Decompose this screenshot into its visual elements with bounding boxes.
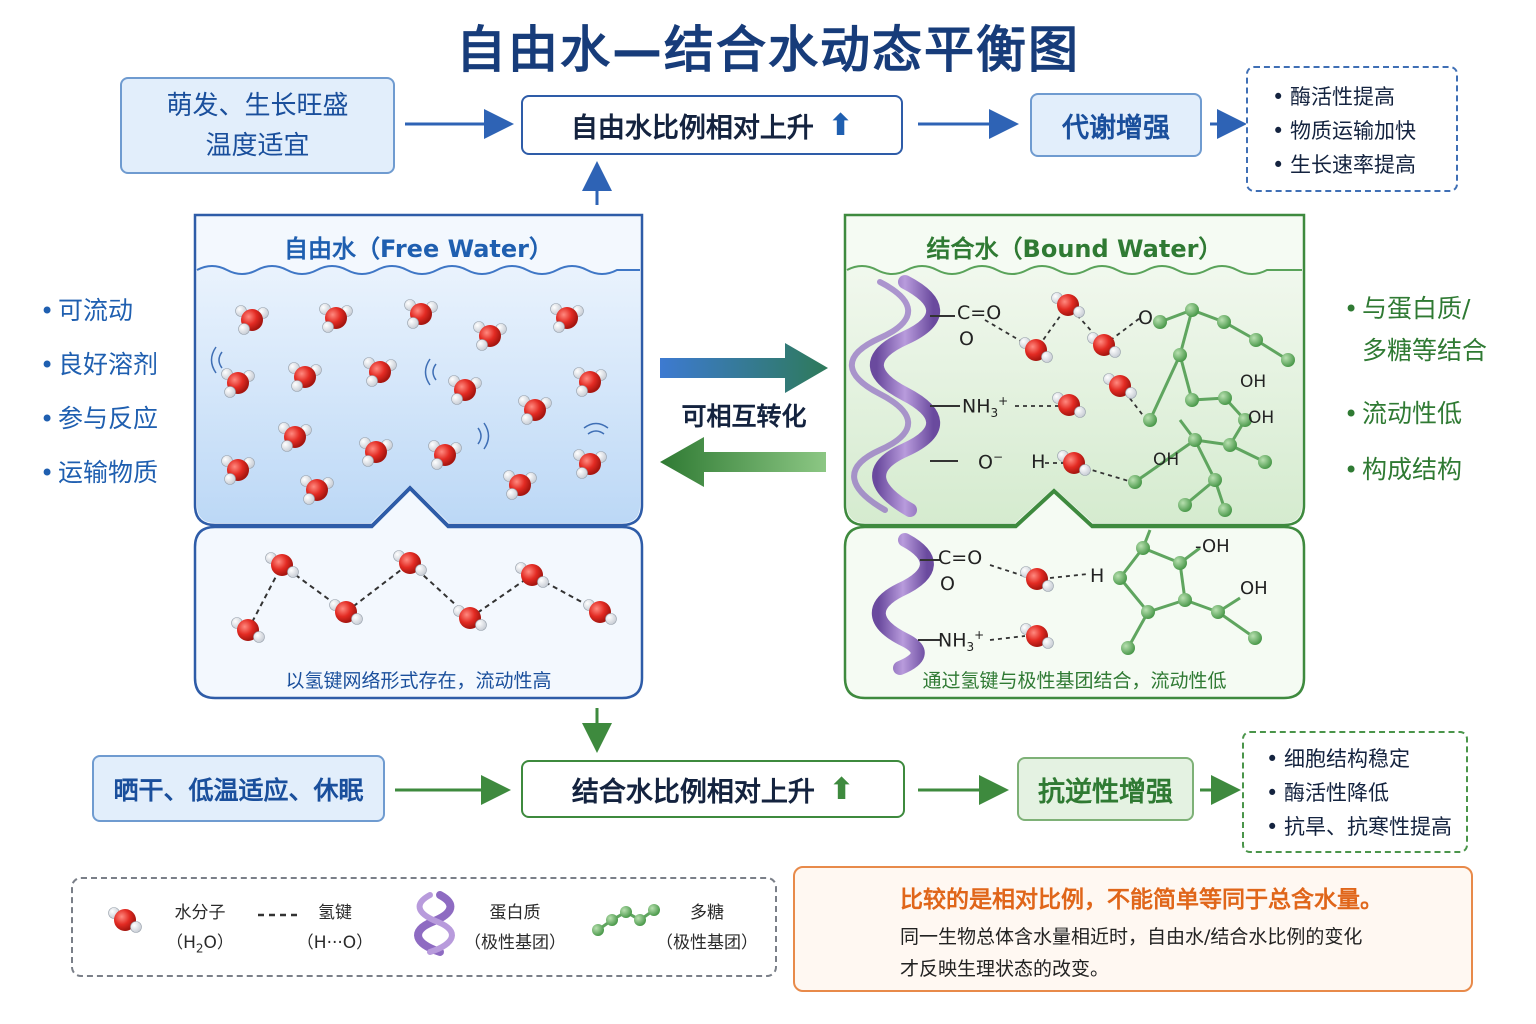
- anion-label: O: [978, 451, 993, 474]
- free-water-caption: 以氢键网络形式存在，流动性高: [285, 670, 552, 692]
- convert-right-arrow: [660, 343, 828, 393]
- free-water-zoom-panel: [193, 487, 644, 700]
- amine-group: NH3+: [962, 394, 1008, 420]
- formula-subscript: 2: [195, 941, 204, 956]
- zoom-amine-subscript: 3: [966, 640, 975, 655]
- property-item-continued: 多糖等结合: [1362, 336, 1488, 365]
- legend-sugar-icon: [592, 904, 660, 936]
- stress-conditions-box: 晒干、低温适应、休眠: [92, 755, 385, 822]
- legend-protein-label: 蛋白质: [489, 903, 541, 923]
- anion-group: O− H: [978, 450, 1045, 473]
- legend-sugar-label: 多糖: [690, 903, 724, 923]
- amine-superscript: +: [998, 394, 1009, 408]
- property-item: 流动性低: [1340, 386, 1487, 442]
- bound-water-title: 结合水（Bound Water）: [926, 235, 1223, 263]
- detail-item: 酶活性提高: [1268, 80, 1456, 114]
- legend-protein-icon: [414, 891, 455, 956]
- arrow-up-icon: ⬆: [828, 771, 855, 807]
- resistance-details: 细胞结构稳定 酶活性降低 抗旱、抗寒性提高: [1242, 731, 1468, 853]
- legend-water: 水分子 （H2O）: [160, 898, 240, 963]
- convert-left-arrow: [660, 437, 826, 487]
- bound-water-properties: 与蛋白质/ 多糖等结合 流动性低 构成结构: [1340, 288, 1487, 498]
- sugar-oh-label: OH: [1240, 372, 1267, 392]
- carbonyl-eq-o: =O: [970, 302, 1002, 324]
- legend-hbond-formula: （H···O）: [296, 933, 374, 953]
- zoom-amine-group: NH3+: [938, 628, 984, 654]
- growth-conditions-box: 萌发、生长旺盛 温度适宜: [120, 77, 395, 174]
- bound-water-rise-box: 结合水比例相对上升 ⬆: [521, 760, 905, 818]
- free-water-rise-box: 自由水比例相对上升 ⬆: [521, 95, 903, 155]
- detail-item: 抗旱、抗寒性提高: [1262, 810, 1466, 844]
- property-item: 与蛋白质/: [1340, 288, 1487, 330]
- zoom-h-label: H: [1090, 565, 1105, 587]
- formula-part: （H: [166, 933, 196, 953]
- legend-water-label: 水分子: [174, 903, 226, 923]
- free-water-rise-label: 自由水比例相对上升: [570, 112, 814, 144]
- property-item: 参与反应: [36, 392, 158, 446]
- arrow-up-icon: ⬆: [827, 107, 854, 143]
- bound-water-caption: 通过氢键与极性基团结合，流动性低: [922, 670, 1227, 692]
- carbonyl-group: C=O O: [957, 303, 1001, 349]
- growth-conditions-line1: 萌发、生长旺盛: [166, 90, 349, 121]
- zoom-oh-label: OH: [1240, 578, 1268, 599]
- detail-item: 细胞结构稳定: [1262, 742, 1466, 776]
- anion-superscript: −: [992, 450, 1004, 464]
- metabolism-label: 代谢增强: [1062, 112, 1170, 144]
- property-item: 良好溶剂: [36, 338, 158, 392]
- warning-headline: 比较的是相对比例，不能简单等同于总含水量。: [900, 887, 1383, 913]
- free-water-molecules: [210, 299, 609, 505]
- growth-conditions-line2: 温度适宜: [205, 130, 310, 161]
- bound-water-hbonds: [984, 292, 1146, 483]
- legend-hbond-label: 氢键: [318, 903, 352, 923]
- sugar-o-label: O: [1138, 307, 1153, 329]
- zoom-carbonyl-o: O: [940, 573, 955, 595]
- legend-protein: 蛋白质 （极性基团）: [460, 898, 570, 958]
- warning-note: [793, 866, 1473, 992]
- property-item: 运输物质: [36, 446, 158, 500]
- bound-water-rise-label: 结合水比例相对上升: [571, 776, 815, 808]
- resistance-label: 抗逆性增强: [1038, 776, 1173, 808]
- warning-line1: 同一生物总体含水量相近时，自由水/结合水比例的变化: [900, 926, 1363, 948]
- formula-part: O）: [203, 933, 234, 953]
- sugar-oh-label: OH: [1153, 450, 1180, 470]
- legend: [71, 877, 777, 977]
- free-water-vessel: [193, 213, 644, 527]
- zoom-carbonyl-c: C: [938, 547, 952, 569]
- stress-conditions-label: 晒干、低温适应、休眠: [113, 775, 364, 805]
- detail-item: 酶活性降低: [1262, 776, 1466, 810]
- detail-item: 物质运输加快: [1268, 114, 1456, 148]
- legend-hbond: 氢键 （H···O）: [290, 898, 380, 958]
- protein-helix: [848, 275, 960, 517]
- detail-item: 生长速率提高: [1268, 148, 1456, 182]
- property-item: 构成结构: [1340, 442, 1487, 498]
- bound-water-zoom-panel: [843, 490, 1306, 700]
- legend-protein-sub: （极性基团）: [464, 933, 566, 953]
- polysaccharide-beads: [1128, 303, 1295, 517]
- page-title: 自由水—结合水动态平衡图: [456, 21, 1080, 79]
- anion-h: H: [1031, 451, 1046, 474]
- metabolism-details: 酶活性提高 物质运输加快 生长速率提高: [1246, 66, 1458, 192]
- amine-label: NH: [962, 395, 991, 418]
- carbonyl-o: O: [959, 328, 974, 350]
- warning-line2: 才反映生理状态的改变。: [900, 958, 1110, 980]
- free-water-properties: 可流动 良好溶剂 参与反应 运输物质: [36, 284, 158, 500]
- carbonyl-c: C: [957, 302, 971, 324]
- amine-subscript: 3: [990, 406, 999, 421]
- free-water-title: 自由水（Free Water）: [283, 235, 553, 263]
- zoom-carbonyl-eq-o: =O: [951, 547, 983, 569]
- zoom-oh-label: -OH: [1195, 536, 1230, 557]
- sugar-oh-label: OH: [1248, 408, 1275, 428]
- zoom-carbonyl-group: C=O O: [938, 548, 982, 594]
- zoom-amine-label: NH: [938, 629, 967, 652]
- metabolism-box: 代谢增强: [1030, 93, 1202, 157]
- legend-water-formula: （H2O）: [160, 928, 240, 963]
- zoom-amine-superscript: +: [974, 628, 985, 642]
- resistance-box: 抗逆性增强: [1017, 757, 1194, 821]
- bound-water-vessel: [843, 213, 1306, 527]
- property-item: 可流动: [36, 284, 158, 338]
- legend-sugar: 多糖 （极性基团）: [652, 898, 762, 958]
- legend-sugar-sub: （极性基团）: [656, 933, 758, 953]
- interconvert-label: 可相互转化: [681, 402, 807, 431]
